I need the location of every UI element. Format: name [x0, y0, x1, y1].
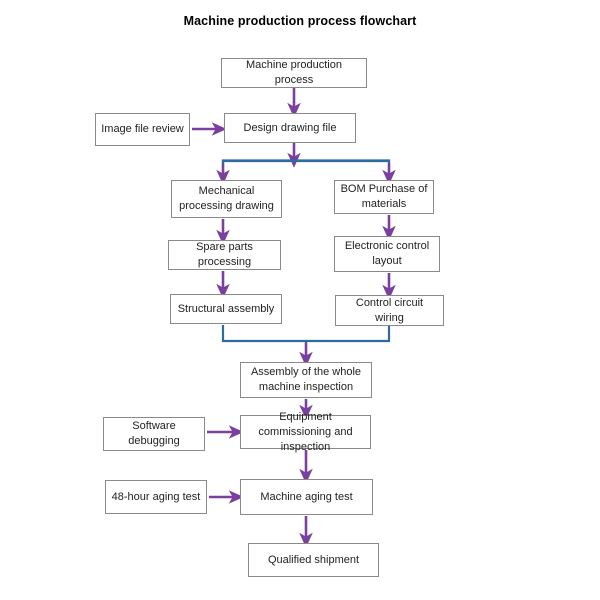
node-label: Design drawing file — [243, 121, 337, 134]
merge-bracket-shape — [221, 325, 391, 343]
node-structural-assembly[interactable]: Structural assembly — [170, 294, 282, 324]
node-label: Machine production process — [245, 59, 342, 86]
node-label: Image file review — [101, 123, 184, 135]
node-bom-purchase-of-materials[interactable]: BOM Purchase of materials — [334, 180, 434, 214]
node-machine-aging-test[interactable]: Machine aging test — [240, 479, 373, 515]
node-machine-production-process[interactable]: Machine production process — [221, 58, 367, 88]
node-spare-parts-processing[interactable]: Spare parts processing — [168, 240, 281, 270]
node-label: Machine aging test — [260, 490, 353, 503]
node-label: BOM Purchase of materials — [340, 183, 428, 210]
node-label: Control circuit wiring — [355, 296, 424, 324]
node-label: Qualified shipment — [267, 553, 360, 566]
node-qualified-shipment[interactable]: Qualified shipment — [248, 543, 379, 577]
node-label: Structural assembly — [177, 302, 275, 315]
node-equipment-commissioning-inspection[interactable]: Equipment commissioning and inspection — [240, 411, 371, 453]
node-label: Software debugging — [128, 420, 180, 447]
page-title: Machine production process flowchart — [183, 14, 417, 28]
node-design-drawing-file[interactable]: Design drawing file — [224, 113, 356, 143]
node-electronic-control-layout[interactable]: Electronic control layout — [334, 236, 440, 272]
node-mechanical-processing-drawing[interactable]: Mechanical processing drawing — [171, 180, 282, 218]
node-control-circuit-wiring[interactable]: Control circuit wiring — [335, 295, 444, 326]
node-label: 48-hour aging test — [111, 490, 201, 503]
node-label: Electronic control layout — [344, 240, 430, 267]
node-48-hour-aging-test[interactable]: 48-hour aging test — [105, 480, 207, 514]
arrow-group — [192, 88, 396, 548]
node-assembly-whole-machine-inspection[interactable]: Assembly of the whole machine inspection — [240, 362, 372, 398]
split-bracket-shape — [221, 159, 391, 163]
node-label: Mechanical processing drawing — [179, 185, 274, 212]
node-image-file-review[interactable]: Image file review — [95, 113, 190, 146]
node-label: Assembly of the whole machine inspection — [250, 366, 362, 393]
node-software-debugging[interactable]: Software debugging — [103, 417, 205, 451]
node-label: Spare parts processing — [196, 241, 253, 268]
bracket-group — [221, 159, 391, 343]
node-label: Equipment commissioning and inspection — [258, 410, 353, 453]
